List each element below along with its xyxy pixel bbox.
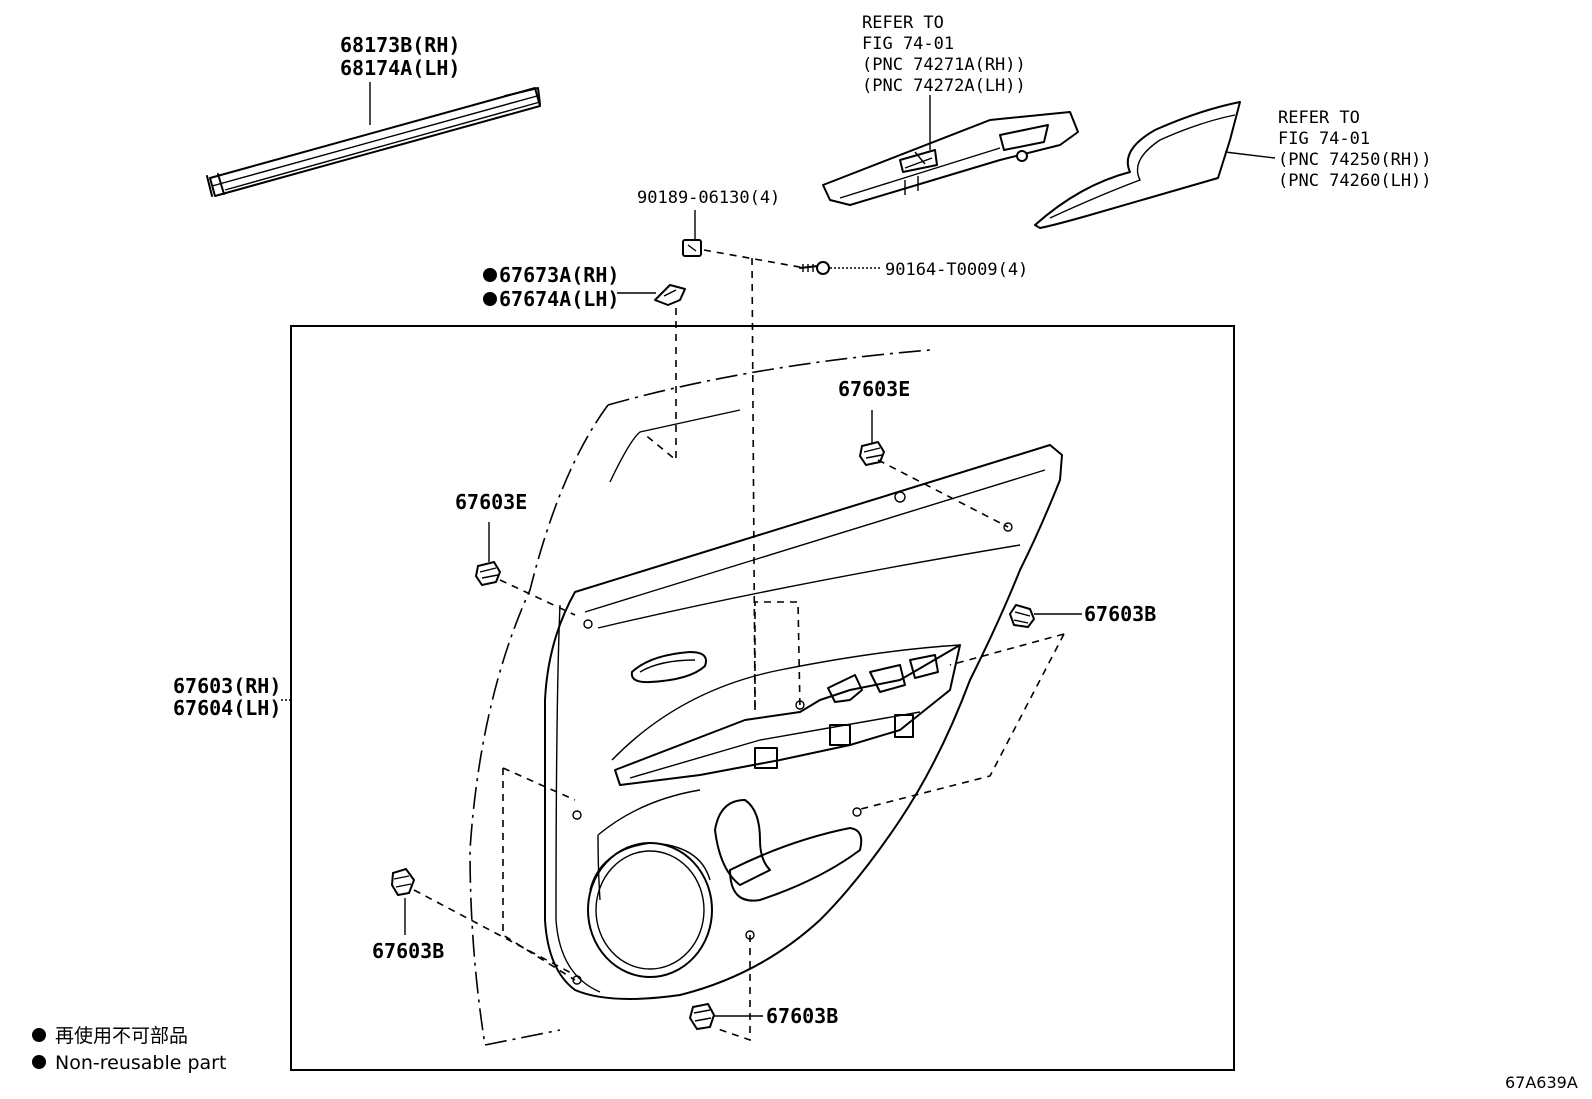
- label-switch-ref-4: (PNC 74272A(LH)): [862, 76, 1026, 96]
- label-moulding-lh: 68174A(LH): [340, 56, 460, 80]
- nut-part[interactable]: [682, 239, 702, 257]
- door-trim-panel[interactable]: [544, 444, 1063, 1000]
- label-switch-ref-1: REFER TO: [862, 13, 944, 33]
- label-armrest-ref-2: FIG 74-01: [1278, 129, 1370, 149]
- label-moulding-rh: 68173B(RH): [340, 33, 460, 57]
- label-panel-rh: 67603(RH): [173, 674, 281, 698]
- label-clip-b-left: 67603B: [372, 939, 444, 963]
- label-clip-b-bottom: 67603B: [766, 1004, 838, 1028]
- label-switch-ref-3: (PNC 74271A(RH)): [862, 55, 1026, 75]
- legend-english: Non-reusable part: [55, 1052, 226, 1074]
- legend-japanese: 再使用不可部品: [55, 1025, 188, 1047]
- pull-cover-part[interactable]: [654, 284, 686, 306]
- non-reusable-mark-rh: [483, 268, 497, 282]
- label-clip-e-top: 67603E: [838, 377, 910, 401]
- armrest-cover[interactable]: [1034, 101, 1241, 229]
- label-armrest-ref-1: REFER TO: [1278, 108, 1360, 128]
- label-switch-ref-2: FIG 74-01: [862, 34, 954, 54]
- label-clip-b-right: 67603B: [1084, 602, 1156, 626]
- clip-67603B-right[interactable]: [1008, 603, 1036, 629]
- legend-bullet-1: [32, 1028, 46, 1042]
- non-reusable-mark-lh: [483, 292, 497, 306]
- clip-67603E-left[interactable]: [474, 560, 502, 587]
- label-clip-e-left: 67603E: [455, 490, 527, 514]
- screw-part[interactable]: [799, 261, 830, 275]
- label-panel-lh: 67604(LH): [173, 696, 281, 720]
- assembly-frame: [290, 325, 1235, 1071]
- legend-bullet-2: [32, 1055, 46, 1069]
- figure-code: 67A639A: [1505, 1073, 1578, 1092]
- label-nut: 90189-06130(4): [637, 188, 780, 208]
- belt-moulding[interactable]: [206, 87, 541, 197]
- clip-67603B-left[interactable]: [390, 867, 416, 897]
- clip-67603E-top[interactable]: [858, 440, 886, 467]
- clip-67603B-bottom[interactable]: [688, 1002, 716, 1031]
- door-shell-outline: [469, 349, 931, 1046]
- label-armrest-ref-4: (PNC 74260(LH)): [1278, 171, 1432, 191]
- installation-lines: [413, 249, 1065, 1042]
- label-screw: 90164-T0009(4): [885, 260, 1028, 280]
- label-cover-lh: 67674A(LH): [499, 287, 619, 311]
- window-switch-base[interactable]: [822, 111, 1079, 206]
- label-cover-rh: 67673A(RH): [499, 263, 619, 287]
- label-armrest-ref-3: (PNC 74250(RH)): [1278, 150, 1432, 170]
- leader-lines: [281, 82, 1276, 1017]
